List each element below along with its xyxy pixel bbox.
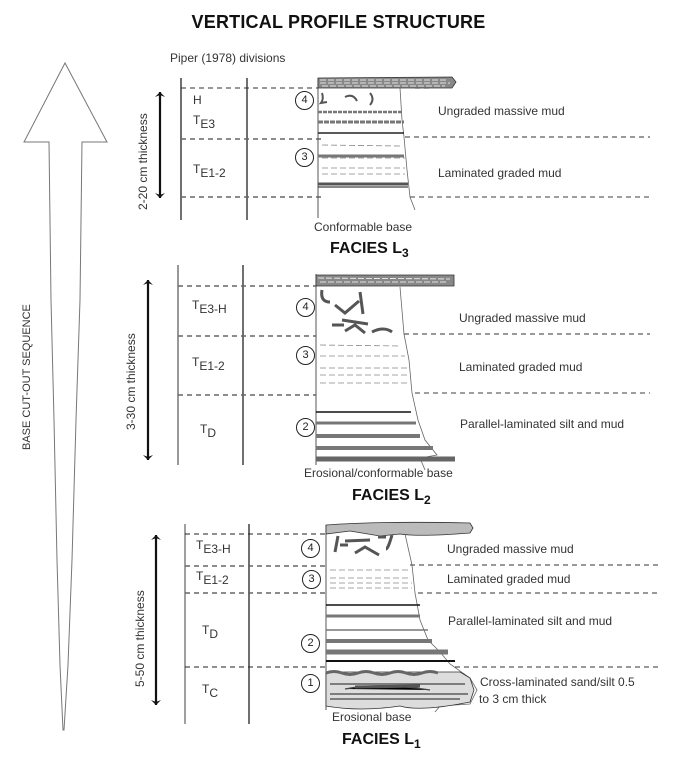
unit-number-badge: 3	[296, 346, 315, 365]
division-te1-2: TE1-2	[193, 162, 226, 180]
division-td: TD	[200, 422, 217, 440]
base-label: Conformable base	[314, 220, 413, 234]
unit-description: Parallel-laminated silt and mud	[448, 614, 613, 628]
unit-description: Parallel-laminated silt and mud	[460, 417, 625, 431]
diagram-title: VERTICAL PROFILE STRUCTURE	[191, 12, 486, 32]
base-label: Erosional base	[332, 710, 412, 724]
unit-number-badge: 2	[301, 634, 320, 653]
unit-number-badge: 3	[302, 570, 321, 589]
facies-l1-framework	[151, 524, 660, 724]
unit-number-badge: 4	[295, 91, 314, 110]
unit-description: Ungraded massive mud	[447, 542, 574, 556]
division-te3: TE3	[193, 113, 216, 131]
unit-number-badge: 4	[301, 539, 320, 558]
unit-description-line2: to 3 cm thick	[479, 692, 547, 706]
facies-l3-framework	[155, 78, 650, 220]
division-h: H	[193, 93, 202, 107]
division-td: TD	[202, 623, 219, 641]
unit-number-badge: 1	[301, 674, 320, 693]
facies-l3-log-column	[317, 76, 457, 218]
facies-l2-log-column	[315, 274, 455, 471]
sequence-arrow-label: BASE CUT-OUT SEQUENCE	[21, 304, 33, 450]
unit-number-badge: 2	[296, 418, 315, 437]
piper-divisions-label: Piper (1978) divisions	[170, 51, 286, 65]
unit-number-badge: 4	[296, 298, 315, 317]
division-te3-h: TE3-H	[196, 538, 231, 556]
unit-number-badge: 3	[295, 148, 314, 167]
thickness-label: 3-30 cm thickness	[124, 333, 138, 430]
facies-title: FACIES L1	[342, 731, 421, 751]
unit-description: Ungraded massive mud	[459, 311, 586, 325]
division-te1-2: TE1-2	[196, 569, 229, 587]
division-te1-2: TE1-2	[192, 355, 225, 373]
unit-description: Cross-laminated sand/silt 0.5	[480, 675, 635, 689]
thickness-label: 2-20 cm thickness	[136, 113, 150, 210]
facies-title: FACIES L3	[330, 240, 409, 260]
unit-description: Laminated graded mud	[438, 166, 562, 180]
base-label: Erosional/conformable base	[304, 466, 453, 480]
base-cut-out-arrow-icon	[23, 61, 108, 731]
facies-l2-framework	[143, 265, 650, 465]
thickness-label: 5-50 cm thickness	[133, 590, 147, 687]
unit-description: Laminated graded mud	[447, 572, 571, 586]
unit-description: Ungraded massive mud	[438, 104, 565, 118]
division-tc: TC	[202, 682, 219, 700]
division-te3-h: TE3-H	[192, 298, 227, 316]
facies-l1-log-column	[325, 521, 478, 713]
facies-title: FACIES L2	[352, 487, 431, 507]
unit-description: Laminated graded mud	[459, 360, 583, 374]
